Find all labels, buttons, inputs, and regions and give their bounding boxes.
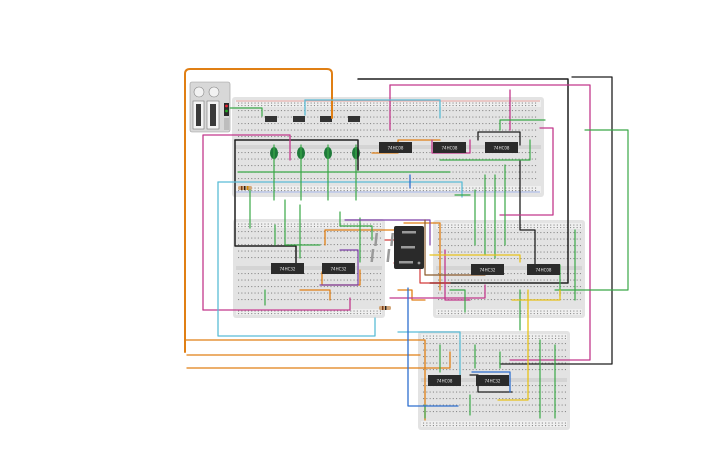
chip-label-u8: 74HC08	[437, 379, 453, 384]
slide-switch-icon[interactable]	[224, 103, 229, 130]
chip-label-u4: 74HC32	[280, 267, 296, 272]
chip-u9	[476, 375, 509, 386]
seven-segment-display-icon[interactable]	[370, 226, 424, 269]
wires[interactable]	[184, 68, 629, 421]
power-supply-icon[interactable]	[189, 81, 231, 133]
chip-u1	[379, 142, 412, 153]
chip-label-u9: 74HC32	[485, 379, 501, 384]
breadboard-bottom-left[interactable]	[233, 219, 385, 318]
chip-u6	[471, 264, 504, 275]
chip-label-u5: 74HC32	[331, 267, 347, 272]
dip-switches[interactable]	[265, 116, 360, 122]
chip-u5	[322, 263, 355, 274]
chip-u7	[527, 264, 560, 275]
chip-label-u6: 74HC32	[480, 268, 496, 273]
breadboard-bottom-right[interactable]	[433, 220, 585, 318]
chips[interactable]: 74HC08 74HC08 74HC08 74HC32 74HC32 74HC3…	[271, 142, 560, 386]
chip-u8	[428, 375, 461, 386]
chip-label-u1: 74HC08	[388, 146, 404, 151]
chip-u4	[271, 263, 304, 274]
chip-label-u2: 74HC08	[442, 146, 458, 151]
chip-u3	[485, 142, 518, 153]
chip-u2	[433, 142, 466, 153]
resistor-icon[interactable]	[238, 186, 391, 310]
chip-label-u3: 74HC08	[494, 146, 510, 151]
chip-label-u7: 74HC08	[536, 268, 552, 273]
